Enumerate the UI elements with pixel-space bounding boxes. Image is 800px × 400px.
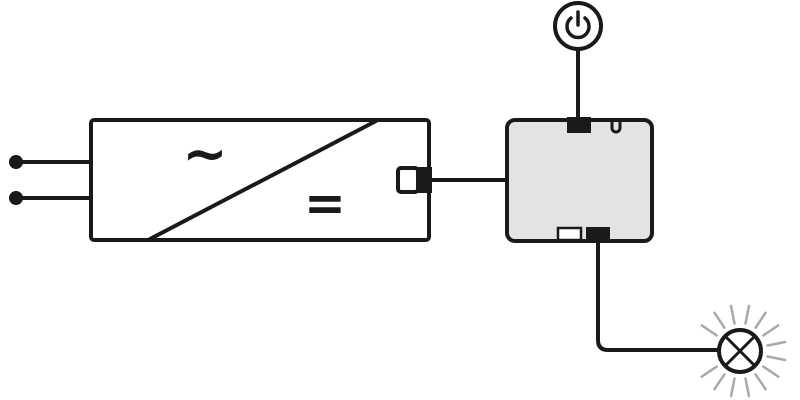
- wire-control-lamp: [596, 241, 720, 352]
- power-supply: [89, 118, 432, 242]
- lamp-ray: [754, 373, 767, 391]
- lamp-ray: [744, 377, 751, 398]
- lamp-ray: [700, 324, 718, 337]
- lamp: [700, 304, 787, 398]
- lamp-ray: [744, 304, 751, 325]
- lamp-ray: [729, 304, 736, 325]
- control-unit: [505, 117, 654, 243]
- lamp-ray: [766, 355, 787, 362]
- lamp-ray: [766, 340, 787, 347]
- mains-input: [9, 155, 92, 205]
- power-switch: [553, 1, 603, 120]
- ac-symbol: ~: [182, 122, 227, 185]
- lamp-ray: [762, 365, 780, 378]
- lamp-icon: [723, 334, 757, 368]
- power-icon: [565, 10, 591, 40]
- lamp-ray: [713, 373, 726, 391]
- lamp-ray: [754, 311, 767, 329]
- dc-symbol: =: [304, 174, 346, 232]
- lamp-ray: [729, 377, 736, 398]
- lamp-ray: [762, 324, 780, 337]
- lamp-ray: [713, 311, 726, 329]
- lamp-ray: [700, 365, 718, 378]
